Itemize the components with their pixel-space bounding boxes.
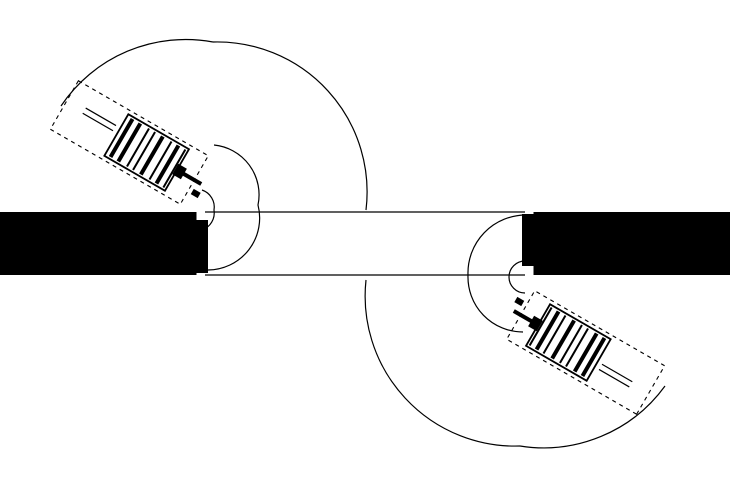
left-wall — [0, 212, 208, 275]
upper-left-door-leaf — [49, 79, 210, 206]
right-wall — [522, 212, 730, 275]
lower-right-door-leaf — [505, 289, 666, 416]
lower-right-swing-arc — [364, 214, 666, 449]
door-opening — [205, 211, 525, 276]
upper-left-swing-arc — [60, 38, 368, 271]
